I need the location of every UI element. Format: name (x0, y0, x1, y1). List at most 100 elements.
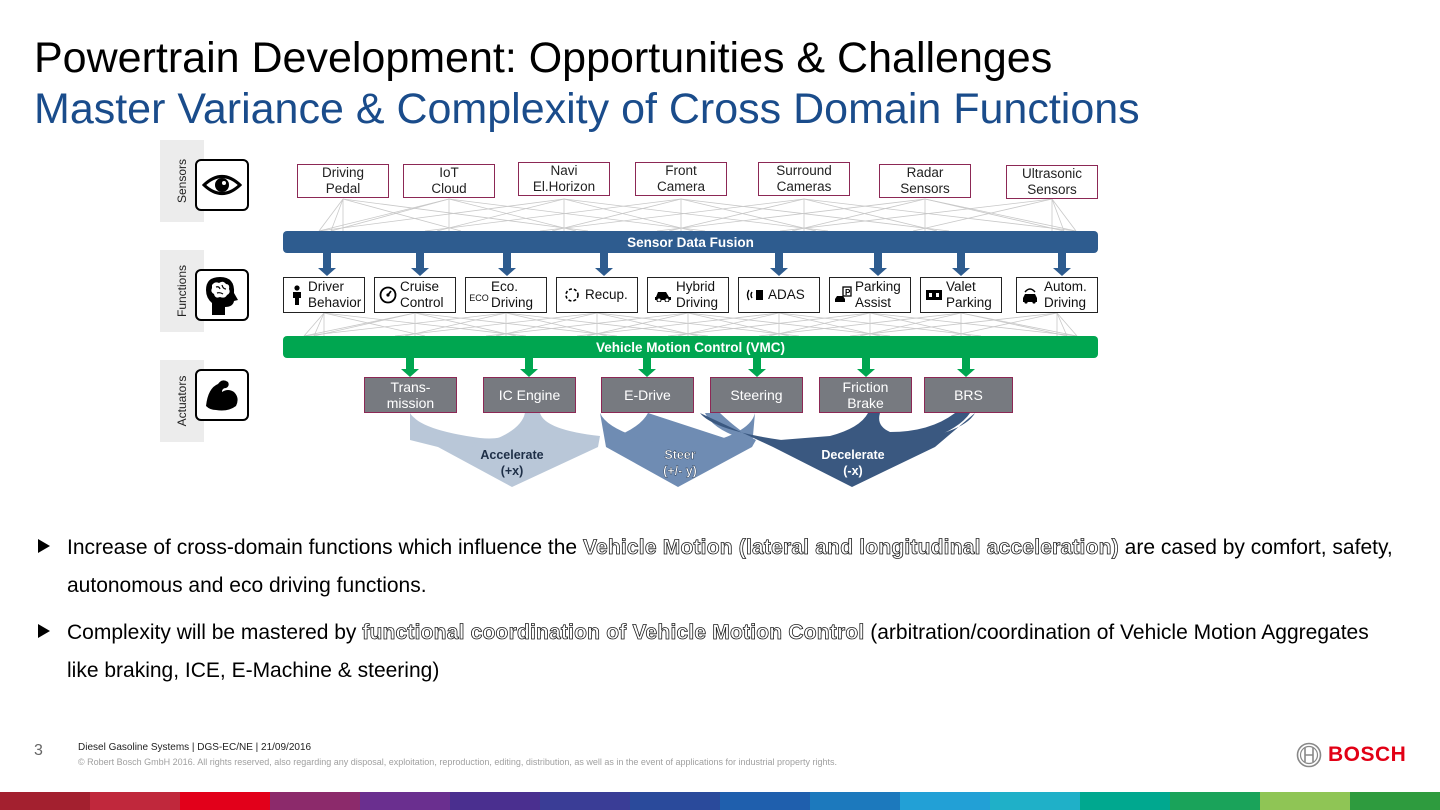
connection-line (680, 198, 817, 232)
gauge-icon (378, 285, 398, 305)
stripe-segment (1260, 792, 1350, 810)
sensor-front-camera: Front Camera (635, 162, 727, 196)
footer-meta: Diesel Gasoline Systems | DGS-EC/NE | 21… (78, 742, 312, 753)
brain-head-icon (195, 269, 249, 321)
page-number: 3 (34, 742, 43, 759)
bullet-point: Increase of cross-domain functions which… (38, 529, 1398, 605)
flow-arrow (770, 253, 788, 276)
stripe-segment (990, 792, 1080, 810)
flow-arrow (869, 253, 887, 276)
connection-line (803, 198, 1077, 232)
connection-line (924, 198, 1065, 232)
connection-line (758, 312, 962, 337)
flow-arrow (411, 253, 429, 276)
stripe-segment (90, 792, 180, 810)
connection-line (687, 312, 891, 337)
connection-line (330, 198, 344, 232)
actuator-brs: BRS (924, 377, 1013, 413)
accelerate-funnel (410, 413, 600, 487)
stripe-segment (360, 792, 450, 810)
vehicle-motion-control-bar: Vehicle Motion Control (VMC) (283, 336, 1098, 358)
connection-line (791, 198, 926, 232)
connection-line (656, 198, 926, 232)
connection-line (849, 312, 1058, 337)
connection-line (924, 198, 1077, 232)
connection-line (404, 312, 507, 337)
sensor-radar: Radar Sensors (879, 164, 971, 198)
connection-line (551, 198, 682, 232)
bullet-point: Complexity will be mastered by functiona… (38, 614, 1398, 690)
connection-line (668, 198, 805, 232)
connection-line (596, 312, 699, 337)
outcome-accelerate: Accelerate (+x) (480, 448, 544, 478)
hybrid-car-icon (653, 285, 673, 305)
connection-line (318, 198, 565, 232)
stripe-segment (720, 792, 810, 810)
connection-line (313, 312, 416, 337)
function-autonomous-driving: Autom. Driving (1016, 277, 1098, 313)
connection-line (563, 198, 829, 232)
flow-arrow (857, 358, 875, 377)
connection-line (768, 312, 871, 337)
stripe-segment (180, 792, 270, 810)
connection-line (303, 312, 325, 337)
connection-line (414, 312, 618, 337)
person-icon (287, 285, 307, 305)
parking-icon: P (833, 285, 853, 305)
actuator-steering: Steering (710, 377, 803, 413)
flow-arrow (1053, 253, 1071, 276)
connection-line (539, 198, 805, 232)
connection-line (677, 312, 780, 337)
connection-line (323, 312, 426, 337)
steer-funnel (606, 413, 756, 487)
eye-icon (195, 159, 249, 211)
connection-line (687, 312, 790, 337)
connection-line (318, 198, 450, 232)
stripe-segment (1170, 792, 1260, 810)
connection-line (495, 312, 598, 337)
connection-line (436, 198, 565, 232)
actuator-ic-engine: IC Engine (483, 377, 576, 413)
connection-line (1056, 312, 1068, 337)
sensor-driving-pedal: Driving Pedal (297, 164, 389, 198)
bullet-arrow-icon (38, 624, 50, 638)
sensor-data-fusion-bar: Sensor Data Fusion (283, 231, 1098, 253)
connection-line (778, 312, 881, 337)
connection-line (869, 312, 972, 337)
outcome-steer: Steer (+/- y) (663, 448, 697, 478)
actuator-friction-brake: Friction Brake (819, 377, 912, 413)
connection-line (318, 198, 344, 232)
connection-line (563, 198, 694, 232)
connection-line (778, 312, 982, 337)
footer-copyright: © Robert Bosch GmbH 2016. All rights res… (78, 757, 838, 767)
connection-line (859, 312, 962, 337)
connection-line (414, 312, 517, 337)
function-parking-assist: P Parking Assist (829, 277, 911, 313)
bosch-logo: BOSCH (1296, 742, 1406, 768)
flow-arrow (748, 358, 766, 377)
svg-text:P: P (845, 288, 851, 297)
eco-icon: ECO (469, 293, 489, 303)
function-eco-driving: ECO Eco. Driving (465, 277, 547, 313)
connection-line (342, 198, 462, 232)
brand-color-stripe (0, 792, 1440, 810)
stripe-segment (1350, 792, 1440, 810)
flow-arrow (401, 358, 419, 377)
flow-arrow (595, 253, 613, 276)
connection-line (912, 198, 1053, 232)
connection-line (576, 312, 780, 337)
stripe-segment (450, 792, 540, 810)
connection-line (596, 312, 800, 337)
motion-outcome-funnels (410, 413, 975, 487)
connection-line (330, 198, 450, 232)
stripe-segment (0, 792, 90, 810)
connection-line (803, 198, 938, 232)
sensor-surround-cameras: Surround Cameras (758, 162, 850, 196)
connection-line (505, 312, 709, 337)
flow-arrow (952, 253, 970, 276)
connection-line (1051, 198, 1065, 232)
bullet-arrow-icon (38, 539, 50, 553)
function-valet-parking: Valet Parking (920, 277, 1002, 313)
connection-line (342, 198, 589, 232)
connection-line (485, 312, 689, 337)
